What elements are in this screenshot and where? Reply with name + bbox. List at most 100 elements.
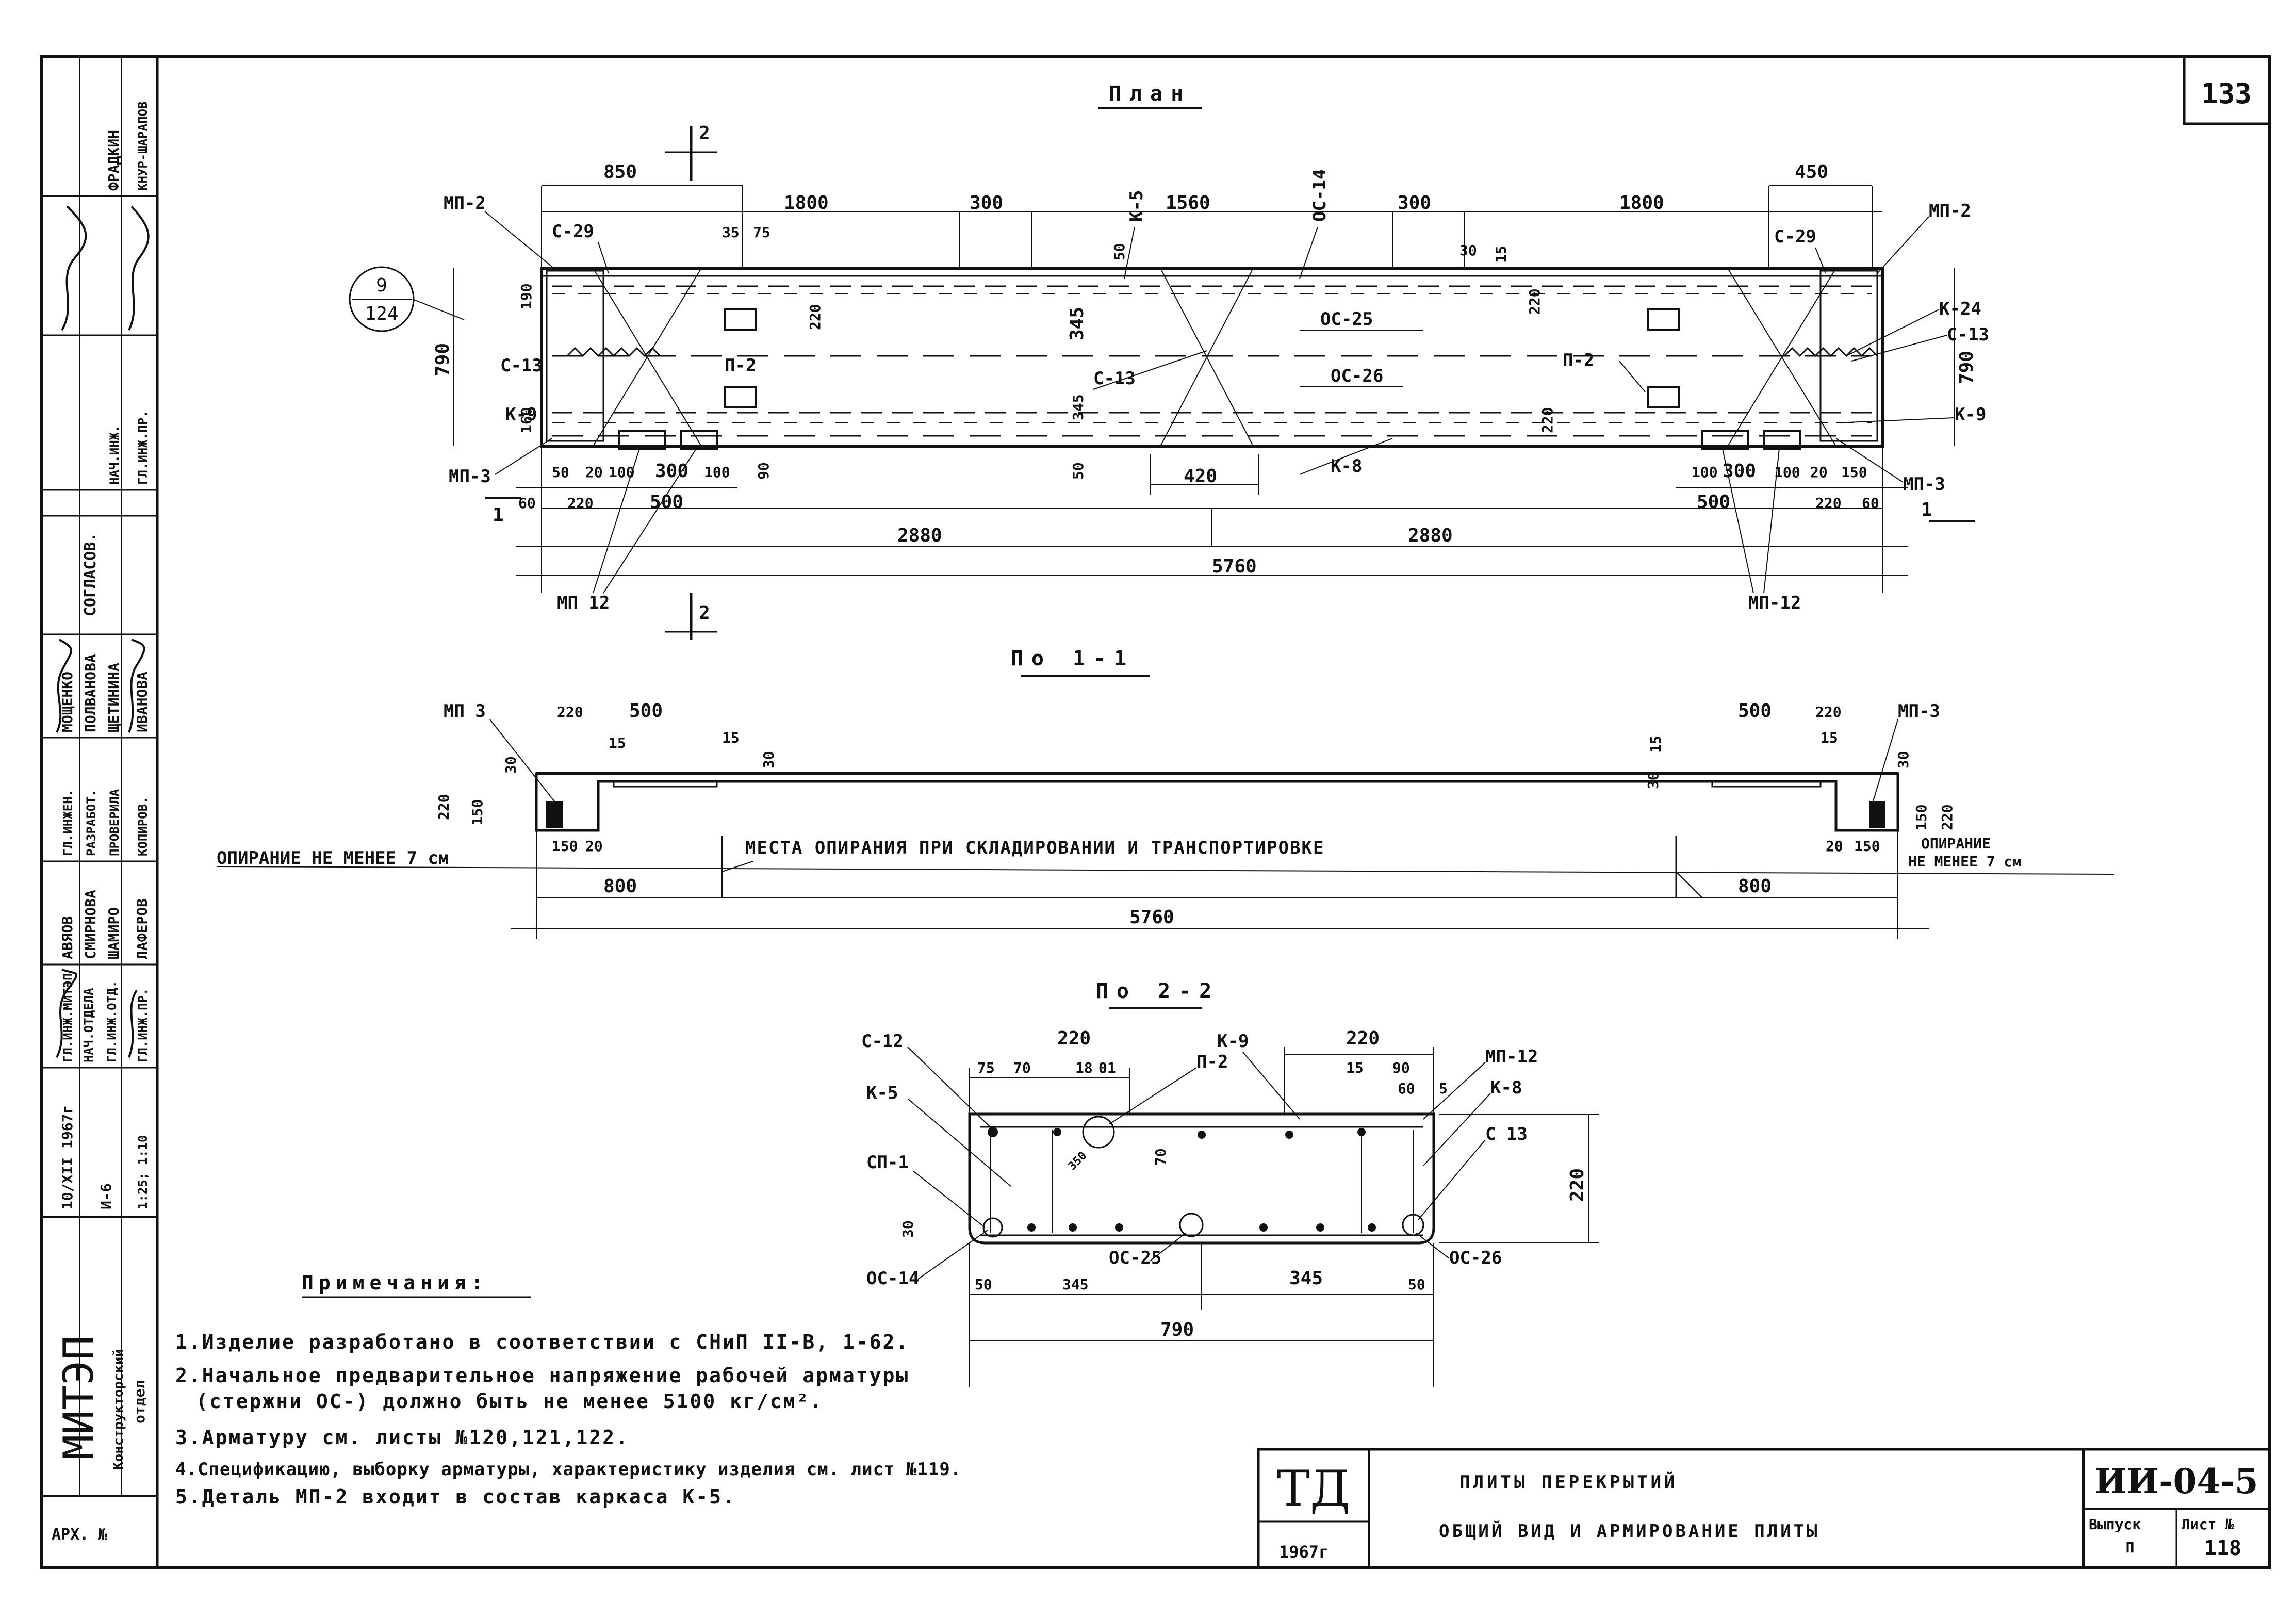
plan-dim-30: 30: [1459, 242, 1477, 259]
section1-dim-500-right: 500: [1738, 700, 1772, 722]
section1-dim-20-bottom: 20: [585, 838, 603, 855]
issue-label: Выпуск: [2089, 1516, 2141, 1533]
plan-label-oc26: ОС-26: [1331, 366, 1383, 386]
storage-note: МЕСТА ОПИРАНИЯ ПРИ СКЛАДИРОВАНИИ И ТРАНС…: [745, 838, 1325, 858]
plan-dim-2880-left: 2880: [897, 525, 942, 546]
plan-dim-20: 20: [585, 464, 603, 481]
section2-dim-220-top-left: 220: [1057, 1028, 1091, 1049]
plan-dim-790-right: 790: [1956, 351, 1977, 384]
stamp-strip: МИТЭП Конструкторский отдел АРХ. № 10/XI…: [41, 57, 157, 1544]
section2-dim-18: 18: [1075, 1059, 1093, 1076]
plan-dim-160: 160: [518, 407, 535, 433]
stamp-name-3: ШАМИРО: [105, 907, 122, 959]
plan-dim-345-b: 345: [1070, 394, 1087, 420]
section1-dim-150-bottom: 150: [552, 838, 578, 855]
plan-label-mp3-right: МП-3: [1903, 474, 1945, 495]
section2-label-oc14: ОС-14: [866, 1268, 919, 1289]
title-line-1: ПЛИТЫ ПЕРЕКРЫТИЙ: [1459, 1471, 1678, 1493]
plan-dim-5760: 5760: [1212, 556, 1257, 577]
plan-label-k9-left: К-9: [505, 404, 537, 425]
support-note-right-2: НЕ МЕНЕЕ 7 см: [1908, 853, 2021, 870]
cut-1-right: 1: [1921, 499, 1932, 520]
section2-dim-30: 30: [899, 1220, 916, 1238]
plan-label-oc14: ОС-14: [1309, 169, 1330, 222]
notes-block: Примечания: 1.Изделие разработано в соот…: [175, 1271, 961, 1508]
plan-dim-50-bottom: 50: [1070, 462, 1087, 480]
cut-1-left: 1: [493, 504, 504, 526]
plan-dim-300-right: 300: [1398, 192, 1431, 214]
plan-dim-100-a: 100: [609, 464, 635, 481]
stamp-org-sub1: Конструкторский: [111, 1349, 126, 1470]
stamp-role-10: ГЛ.ИНЖ.ПР.: [136, 411, 150, 485]
section2-label-k9: К-9: [1217, 1031, 1249, 1052]
plan-dim-60-right: 60: [1862, 495, 1879, 512]
plan-dim-850: 850: [603, 161, 637, 183]
note-2: 2.Начальное предварительное напряжение р…: [175, 1364, 909, 1387]
plan-dim-220-right: 220: [1815, 495, 1842, 512]
support-note-right-1: ОПИРАНИЕ: [1921, 835, 1991, 852]
plan-dim-35: 35: [722, 224, 740, 241]
plan-dim-20-right: 20: [1810, 464, 1828, 481]
section1-dim-150-side-right: 150: [1913, 804, 1930, 830]
section2-label-mp12: МП-12: [1485, 1046, 1538, 1067]
support-note-left: ОПИРАНИЕ НЕ МЕНЕЕ 7 см: [217, 848, 449, 869]
sheet-number: 133: [2201, 77, 2252, 110]
stamp-date: 10/XII 1967г: [59, 1105, 76, 1209]
plan-label-c13-mid: С-13: [1093, 368, 1136, 389]
plan-dim-150-right: 150: [1841, 464, 1867, 481]
plan-dim-345-a: 345: [1067, 307, 1088, 340]
plan-dim-220-a: 220: [807, 304, 824, 330]
stamp-agreed: СОГЛАСОВ.: [81, 532, 100, 616]
plan-label-k9-right: К-9: [1955, 404, 1986, 425]
plan-dim-1800-right: 1800: [1619, 192, 1664, 214]
section2-dim-70: 70: [1013, 1059, 1031, 1076]
plan-dim-220-left: 220: [567, 495, 594, 512]
plan-label-k8: К-8: [1331, 456, 1362, 477]
stamp-org-sub2: отдел: [131, 1380, 148, 1423]
plan-label-c13-right: С-13: [1947, 324, 1989, 345]
plan-dim-220-b: 220: [1526, 288, 1543, 315]
plan-dim-50: 50: [1111, 243, 1128, 260]
section1-dim-220-left: 220: [557, 703, 583, 721]
plan-dim-420: 420: [1184, 466, 1217, 487]
stamp-name-5: МОЩЕНКО: [59, 672, 76, 732]
plan-dim-90: 90: [755, 462, 772, 480]
section1-title: По 1-1: [1011, 647, 1135, 670]
section2-title: По 2-2: [1096, 979, 1220, 1003]
plan-dim-500-right: 500: [1697, 492, 1730, 513]
stamp-role-6: РАЗРАБОТ.: [84, 789, 99, 856]
section1-dim-30-c: 30: [1645, 772, 1662, 789]
plan-view: План: [349, 82, 1989, 640]
section1-dim-220-side: 220: [435, 794, 452, 820]
section-2-2: По 2-2: [861, 979, 1599, 1387]
section2-dim-5: 5: [1439, 1080, 1448, 1097]
signature-5: [61, 205, 87, 331]
plan-dim-300-a: 300: [655, 461, 688, 482]
section2-dim-90: 90: [1392, 1059, 1410, 1076]
plan-dim-1800-left: 1800: [784, 192, 829, 214]
section1-dim-5760: 5760: [1129, 907, 1174, 928]
note-1: 1.Изделие разработано в соответствии с С…: [175, 1331, 909, 1353]
stamp-name-7: ЩЕТИНИНА: [105, 663, 122, 732]
plan-label-mp12-right: МП-12: [1748, 593, 1801, 613]
plan-dim-450: 450: [1795, 161, 1828, 183]
section2-dim-75: 75: [977, 1059, 995, 1076]
section1-dim-30-a: 30: [502, 756, 519, 774]
stamp-name-4: ЛАФЕРОВ: [134, 898, 151, 959]
cut-2-top: 2: [699, 123, 710, 144]
section2-dim-70-mid: 70: [1152, 1148, 1169, 1166]
section1-dim-15-c: 15: [1821, 729, 1838, 746]
section1-dim-800-right: 800: [1738, 876, 1772, 897]
sheet-frame: 133: [40, 55, 2271, 1569]
section-1-1: По 1-1 МП 3 МП-3 220 500 15 30 15 30 220…: [216, 647, 2115, 939]
stamp-role-7: ПРОВЕРИЛА: [107, 789, 122, 856]
section2-dim-220-side: 220: [1567, 1168, 1588, 1202]
section2-dim-350: 350: [1066, 1149, 1090, 1173]
note-2-cont: (стержни ОС-) должно быть не менее 5100 …: [196, 1390, 823, 1413]
section1-dim-220-side-right: 220: [1939, 804, 1956, 830]
section2-dim-345-right: 345: [1289, 1268, 1323, 1289]
title-block: ТД 1967г ПЛИТЫ ПЕРЕКРЫТИЙ ОБЩИЙ ВИД И АР…: [1257, 1448, 2271, 1569]
note-4: 4.Спецификацию, выборку арматуры, характ…: [175, 1459, 961, 1480]
section1-dim-800-left: 800: [603, 876, 637, 897]
